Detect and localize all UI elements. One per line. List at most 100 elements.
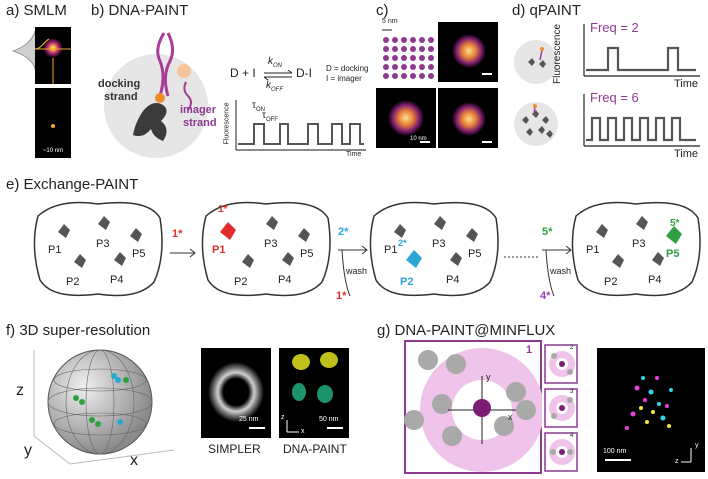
time-top-label: Time	[674, 78, 699, 90]
minflux-main-diagram: 1 y x	[404, 340, 544, 474]
kon-label: kON	[268, 56, 282, 69]
docking-illustration: docking strand imager strand	[98, 26, 228, 161]
site-p2-label: P2	[66, 276, 80, 288]
cell2-p4-label: P4	[278, 274, 292, 286]
cell2-p2-label: P2	[234, 276, 248, 288]
cell2-p1-label: P1	[212, 244, 226, 256]
origami-image-3	[438, 88, 498, 148]
cell3-p2-label: P2	[400, 276, 414, 288]
panel-f-title: f) 3D super-resolution	[6, 322, 151, 339]
exchange-cell-1: P1 P3 P5 P2 P4	[28, 196, 166, 300]
minflux-inset-4: 4	[544, 432, 578, 472]
cell4-p2-label: P2	[604, 276, 618, 288]
imager-2-label: 2*	[338, 226, 349, 238]
fluorescence-axis-label: Fluorescence	[223, 102, 231, 145]
docking-label-1: docking	[98, 78, 141, 90]
reaction-equation: D + I kON kOFF D-I D = docking I = image…	[230, 56, 368, 96]
dnapaint-label: DNA-PAINT	[283, 442, 347, 456]
smlm-scale-label: ~10 nm	[42, 148, 64, 154]
imager-label-1: imager	[180, 104, 217, 116]
imager-1-washed-label: 1*	[336, 290, 347, 302]
gaussian-profile	[3, 27, 36, 84]
cell4-p4-label: P4	[648, 274, 662, 286]
panel-d-title: d) qPAINT	[512, 2, 581, 19]
cell3-p3-label: P3	[432, 238, 446, 250]
qpaint-trace-low: Freq = 2 Time	[574, 18, 704, 94]
panel-b-title: b) DNA-PAINT	[91, 2, 189, 19]
tau-on-label: τON	[252, 100, 265, 113]
equilibrium-arrows	[264, 70, 293, 80]
exchange-arrow-5: 5* wash 4*	[540, 226, 574, 302]
sphere-3d-plot: z y x	[14, 340, 190, 474]
minflux-y2-label: y	[695, 442, 699, 449]
axis-x-label: x	[130, 452, 138, 469]
simpler-image: 25 nm	[201, 348, 271, 438]
qpaint-few-targets	[512, 38, 560, 86]
origami-image-1	[438, 22, 498, 82]
qpaint-many-targets	[512, 100, 560, 148]
minflux-scale-label: 100 nm	[603, 448, 627, 455]
axis-y-label: y	[24, 442, 32, 459]
smlm-localized-image: ~10 nm	[35, 88, 71, 158]
exchange-arrow-2: 2* wash 1*	[336, 226, 370, 302]
site-p3-label: P3	[96, 238, 110, 250]
site-p4-label: P4	[110, 274, 124, 286]
inset-3-number: 3	[570, 389, 574, 395]
koff-label: kOFF	[266, 80, 283, 93]
time-axis-label: Time	[346, 151, 362, 158]
legend-d: D = docking	[326, 64, 369, 73]
minflux-3d-image: 100 nm y z	[597, 348, 705, 472]
minflux-inset-2: 2	[544, 344, 578, 384]
grid-scale-label: 5 nm	[382, 18, 398, 25]
tau-off-label: τOFF	[262, 110, 278, 123]
panel-a-title: a) SMLM	[6, 2, 67, 19]
inset-x-label: x	[301, 428, 305, 435]
legend-i: I = imager	[326, 74, 362, 83]
cell2-p5-label: P5	[300, 248, 314, 260]
cell2-p3-label: P3	[264, 238, 278, 250]
time-bottom-label: Time	[674, 148, 699, 160]
imager-5-label: 5*	[542, 226, 553, 238]
cell2-imager-label: 1*	[218, 204, 228, 215]
site-p5-label: P5	[132, 248, 146, 260]
exchange-ellipsis	[504, 246, 540, 258]
origami-image-2: 10 nm	[376, 88, 436, 148]
smlm-psf-image	[34, 27, 71, 84]
cell3-imager-label: 2*	[398, 238, 407, 248]
cell4-p3-label: P3	[632, 238, 646, 250]
wash-label-1: wash	[346, 266, 368, 276]
qpaint-trace-high: Freq = 6 Time	[574, 88, 704, 164]
exchange-cell-4: 5* P1 P3 P5 P2 P4	[566, 196, 704, 300]
inset-2-number: 2	[570, 345, 574, 351]
docking-label-2: strand	[104, 91, 138, 103]
dnapaint-scale-label: 50 nm	[319, 416, 339, 423]
wash-label-2: wash	[550, 266, 572, 276]
cell4-p1-label: P1	[586, 244, 600, 256]
cell4-imager-label: 5*	[670, 218, 680, 229]
simpler-label: SIMPLER	[208, 442, 261, 456]
qpaint-fluorescence-label: Fluorescence	[552, 23, 563, 84]
exchange-arrow-1: 1*	[168, 228, 198, 264]
axis-z-label: z	[16, 382, 24, 399]
minflux-y-label: y	[486, 372, 491, 382]
panel-e-title: e) Exchange-PAINT	[6, 176, 139, 193]
exchange-cell-3: 2* P1 P3 P5 P2 P4	[364, 196, 502, 300]
minflux-z2-label: z	[675, 458, 679, 465]
imager-4-washed-label: 4*	[540, 290, 551, 302]
reaction-right: D-I	[296, 66, 312, 80]
big-number-label: 1	[526, 344, 533, 356]
cell3-p4-label: P4	[446, 274, 460, 286]
cell3-p5-label: P5	[468, 248, 482, 260]
imager-label-2: strand	[183, 117, 217, 129]
minflux-x-label: x	[508, 412, 513, 422]
cell4-p5-label: P5	[666, 248, 680, 260]
simpler-scale-label: 25 nm	[239, 416, 259, 423]
origami-scale-label: 10 nm	[410, 136, 427, 142]
freq-top-label: Freq = 2	[590, 20, 639, 35]
dnapaint-3d-image: z x 50 nm	[279, 348, 349, 438]
site-p1-label: P1	[48, 244, 62, 256]
cell3-p1-label: P1	[384, 244, 398, 256]
inset-z-label: z	[281, 414, 285, 421]
kinetics-trace: Fluorescence Time τON τOFF	[224, 98, 368, 164]
freq-bottom-label: Freq = 6	[590, 90, 639, 105]
